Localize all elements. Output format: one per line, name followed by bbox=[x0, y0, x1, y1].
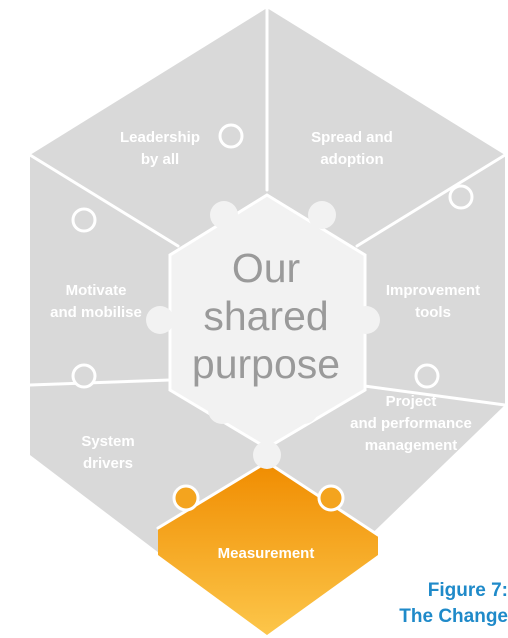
label-system-1: System bbox=[81, 433, 134, 450]
puzzle-dividers bbox=[28, 6, 507, 537]
center-line-1: Our bbox=[232, 245, 300, 291]
label-project-1: Project bbox=[386, 393, 437, 410]
center-line-2: shared bbox=[203, 293, 328, 339]
figure-caption-line-1: Figure 7: bbox=[427, 580, 508, 601]
puzzle-knobs bbox=[71, 123, 474, 512]
label-measurement: Measurement bbox=[218, 545, 315, 562]
label-project-3: management bbox=[365, 437, 458, 454]
label-motivate-2: and mobilise bbox=[50, 304, 142, 321]
label-improvement-2: tools bbox=[415, 304, 451, 321]
label-leadership-2: by all bbox=[141, 151, 179, 168]
center-line-3: purpose bbox=[192, 341, 340, 387]
label-project-2: and performance bbox=[350, 415, 472, 432]
label-improvement-1: Improvement bbox=[386, 282, 480, 299]
label-motivate-1: Motivate bbox=[66, 282, 127, 299]
label-spread-2: adoption bbox=[320, 151, 383, 168]
label-system-2: drivers bbox=[83, 455, 133, 472]
label-spread-1: Spread and bbox=[311, 129, 393, 146]
center-knobs bbox=[146, 201, 380, 469]
figure-caption-line-2: The Change bbox=[399, 606, 508, 627]
label-leadership-1: Leadership bbox=[120, 129, 200, 146]
